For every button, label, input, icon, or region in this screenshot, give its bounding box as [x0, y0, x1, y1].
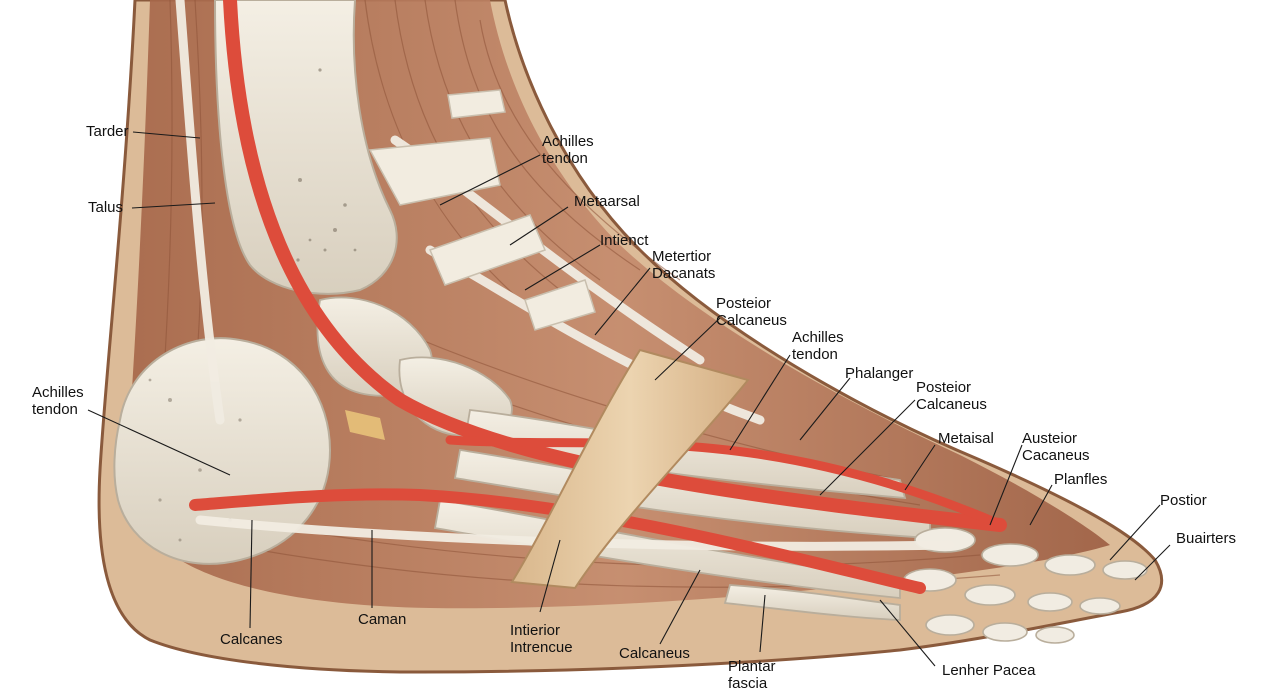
label-postior: Postior [1160, 492, 1207, 509]
label-metaisal: Metaisal [938, 430, 994, 447]
label-phalanger: Phalanger [845, 365, 914, 382]
label-achilles-tendon-top: Achilles tendon [542, 133, 594, 167]
label-buairters: Buairters [1176, 530, 1237, 547]
label-metaarsal: Metaarsal [574, 193, 640, 210]
midfoot-band [510, 348, 750, 590]
label-intierior-intrencue: Intierior Intrencue [510, 622, 573, 656]
label-posteior-calcaneus-2: Posteior Calcaneus [916, 379, 987, 413]
label-metertior-dacanats: Metertior Dacanats [652, 248, 716, 282]
label-intienct: Intienct [600, 232, 649, 249]
label-talus: Talus [88, 199, 124, 216]
label-calcanes: Calcanes [220, 631, 283, 648]
retinaculum-bands [368, 89, 596, 331]
label-lenher-pacea: Lenher Pacea [942, 662, 1036, 679]
label-tarder: Tarder [86, 123, 129, 140]
label-posteior-calcaneus-1: Posteior Calcaneus [716, 295, 787, 329]
tendon-sheath [345, 410, 385, 440]
tibia-bone [213, 0, 398, 295]
label-achilles-tendon-left: Achilles tendon [32, 384, 84, 418]
label-achilles-tendon-mid: Achilles tendon [792, 329, 844, 363]
bone-speckles [296, 68, 357, 262]
label-plantar-fascia: Plantar fascia [728, 658, 776, 692]
label-planfles: Planfles [1054, 471, 1108, 488]
label-austeior-cacaneus: Austeior Cacaneus [1022, 430, 1090, 464]
label-caman: Caman [358, 611, 407, 628]
label-calcaneus-bottom: Calcaneus [619, 645, 690, 662]
leader-lines [87, 131, 1171, 667]
